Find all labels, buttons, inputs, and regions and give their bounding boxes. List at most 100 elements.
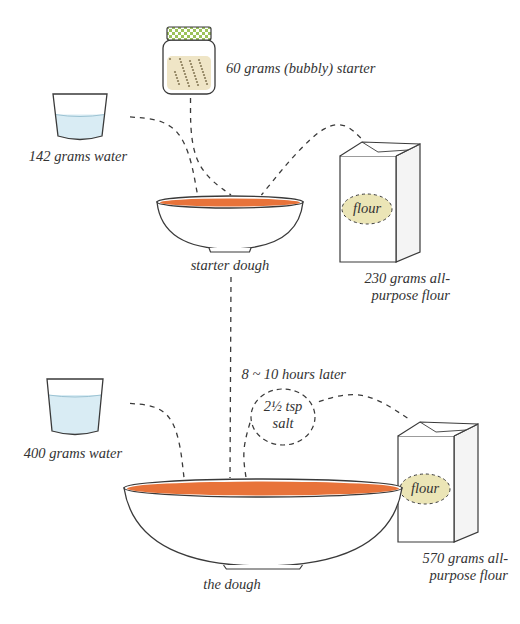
bag-label: flour	[343, 200, 391, 217]
starter-bubble	[178, 83, 180, 85]
starter-bubble	[177, 80, 179, 82]
bowl-foot	[209, 248, 251, 252]
bowl-foot	[224, 565, 303, 569]
starter-bubble	[189, 60, 191, 62]
bag-front	[398, 436, 454, 542]
water-surface	[55, 115, 105, 117]
starter-bubble	[190, 63, 192, 65]
starter-bubble	[204, 77, 206, 79]
starter-bubble	[182, 67, 184, 69]
dashed-connector	[229, 277, 231, 478]
starter-jar-drawing	[163, 27, 215, 94]
starter-bubble	[193, 72, 195, 74]
bowl-inside	[160, 199, 300, 207]
starter-bubble	[192, 69, 194, 71]
starter-bubble	[175, 74, 177, 76]
starter-bubble	[186, 79, 188, 81]
starter-bubble	[180, 61, 182, 63]
mixing-bowl-drawing	[124, 479, 402, 569]
starter-bubble	[205, 80, 207, 82]
water-glass-drawing	[47, 379, 103, 435]
starter-bubble	[174, 71, 176, 73]
mixing-bowl-drawing	[157, 196, 303, 252]
starter-bubble	[196, 81, 198, 83]
bowl-inside	[127, 482, 399, 496]
dashed-connector	[191, 98, 231, 195]
starter-bubble	[202, 71, 204, 73]
starter-bubble	[179, 58, 181, 60]
mixing-bowl: the dough	[122, 478, 404, 598]
flour-bag-drawing	[340, 142, 420, 262]
starter-bubble	[191, 66, 193, 68]
dashed-connector	[130, 403, 184, 478]
starter-bubble	[183, 70, 185, 72]
bowl-body	[124, 488, 402, 566]
bag-front	[340, 156, 396, 262]
ingredient-label: 2½ tsp salt	[260, 398, 306, 432]
dashed-connector	[316, 395, 407, 418]
flour-bag-drawing	[398, 422, 478, 542]
starter-bubble	[187, 82, 189, 84]
starter-bubble	[203, 74, 205, 76]
bag-top	[398, 422, 478, 436]
ingredient-label: 142 grams water	[28, 148, 128, 165]
glass-outline	[47, 379, 103, 435]
starter-bubble	[194, 75, 196, 77]
ingredient-label: starter dough	[155, 257, 305, 274]
flour-bag: flour 570 grams all-purpose flour	[396, 418, 510, 590]
water-surface	[49, 395, 102, 397]
bag-label: flour	[401, 480, 449, 497]
starter-bubble	[206, 83, 208, 85]
water-glass-art	[44, 377, 106, 437]
starter-bubble	[184, 73, 186, 75]
mixing-bowl: starter dough	[155, 195, 307, 277]
bag-top	[340, 142, 420, 156]
flour-label-oval	[342, 194, 392, 224]
ingredient-label: the dough	[177, 576, 287, 593]
salt-bubble: 2½ tsp salt	[250, 388, 316, 446]
starter-bubble	[198, 59, 200, 61]
starter-bubble	[197, 84, 199, 86]
glass-water	[55, 115, 105, 140]
starter-bubble	[169, 58, 171, 60]
bag-side	[396, 144, 420, 262]
starter-bubble	[185, 76, 187, 78]
bag-fold	[420, 422, 466, 432]
salt-bubble-drawing	[251, 389, 315, 445]
water-glass-art	[50, 92, 110, 142]
ingredient-label: 230 grams all-purpose flour	[338, 270, 450, 304]
starter-jar: 60 grams (bubbly) starter	[160, 26, 378, 98]
bag-fold	[362, 142, 408, 152]
bowl-rim	[124, 479, 402, 497]
starter-bubble	[200, 65, 202, 67]
starter-jar-art	[160, 26, 218, 96]
flour-bag: flour 230 grams all-purpose flour	[338, 138, 452, 308]
ingredient-label: 400 grams water	[18, 445, 128, 462]
starter-bubble	[201, 68, 203, 70]
flour-label-oval	[400, 474, 450, 504]
starter-bubble	[181, 64, 183, 66]
mixing-bowl-art	[122, 478, 404, 570]
dashed-connector	[130, 117, 198, 195]
bowl-body	[157, 202, 303, 249]
starter-bubble	[176, 77, 178, 79]
starter-bubble	[188, 85, 190, 87]
bag-side	[454, 424, 478, 542]
glass-outline	[53, 94, 107, 140]
bowl-rim	[157, 196, 303, 208]
dashed-connector	[244, 423, 250, 478]
edge-label: 8 ~ 10 hours later	[239, 366, 350, 383]
jar-lid	[167, 27, 211, 40]
water-glass-drawing	[53, 94, 107, 140]
salt-outline	[251, 389, 315, 445]
ingredient-label: 60 grams (bubbly) starter	[226, 60, 375, 77]
starter-bubble	[199, 62, 201, 64]
jar-body	[163, 40, 215, 94]
water-glass: 142 grams water	[28, 92, 130, 170]
mixing-bowl-art	[155, 195, 305, 253]
ingredient-label: 570 grams all-purpose flour	[396, 550, 508, 584]
jar-contents	[167, 56, 211, 90]
glass-water	[49, 395, 102, 435]
water-glass: 400 grams water	[18, 377, 130, 465]
